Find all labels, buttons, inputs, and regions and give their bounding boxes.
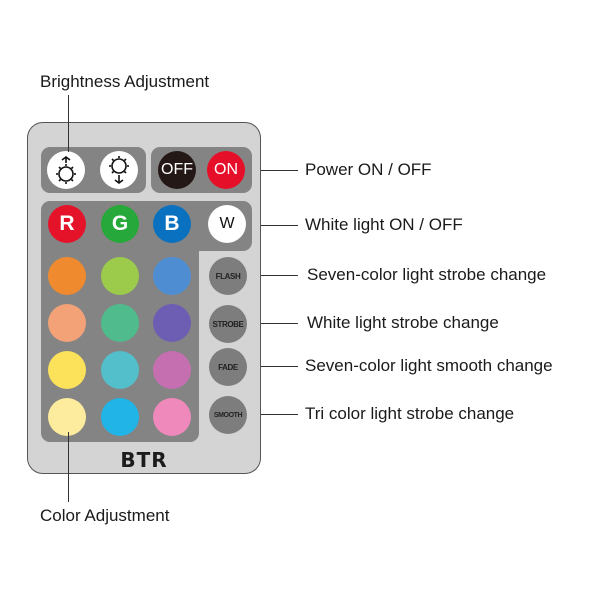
color-button-sky-blue[interactable] [101,398,139,436]
color-button-purple[interactable] [153,304,191,342]
color-button-pink[interactable] [153,398,191,436]
power-on-label: ON [214,161,238,178]
power-label: Power ON / OFF [305,160,432,179]
blue-button[interactable]: B [153,205,191,243]
green-button[interactable]: G [101,205,139,243]
brightness-adjustment-label: Brightness Adjustment [40,72,210,91]
brightness-up-button[interactable] [47,151,85,189]
color-button-light-green[interactable] [101,257,139,295]
red-label: R [59,212,75,235]
fade-leader-line [246,366,298,367]
blue-label: B [164,212,180,235]
smooth-button[interactable]: SMOOTH [209,396,247,434]
smooth-leader-line [246,414,298,415]
color-button-salmon[interactable] [48,304,86,342]
color-button-pale-yellow[interactable] [48,398,86,436]
flash-button[interactable]: FLASH [209,257,247,295]
fade-button-label: FADE [218,362,238,372]
strobe-button-label: STROBE [212,319,244,329]
brand-logo: BTR [120,448,168,472]
power-leader-line [243,170,298,171]
green-label: G [111,212,129,235]
red-button[interactable]: R [48,205,86,243]
white-leader-line [246,225,298,226]
white-button[interactable]: W [208,205,246,243]
fade-label: Seven-color light smooth change [305,356,553,375]
brightness-down-icon [109,156,129,184]
flash-leader-line [246,275,298,276]
flash-button-label: FLASH [215,271,241,281]
strobe-button[interactable]: STROBE [209,305,247,343]
color-button-orange[interactable] [48,257,86,295]
power-on-button[interactable]: ON [207,151,245,189]
brightness-leader-line-inner [68,122,69,152]
color-button-light-blue[interactable] [153,257,191,295]
flash-label: Seven-color light strobe change [307,265,547,284]
remote-control: OFF ON R G B W FLASH STROBE FADE SMOOTH [27,122,261,474]
color-leader-line-inner [68,432,69,476]
smooth-button-label: SMOOTH [213,411,243,419]
brightness-down-button[interactable] [100,151,138,189]
smooth-label: Tri color light strobe change [305,404,515,423]
power-off-label: OFF [161,161,193,178]
color-button-sea-green[interactable] [101,304,139,342]
color-button-yellow[interactable] [48,351,86,389]
white-label: W [219,215,235,232]
color-adjustment-label: Color Adjustment [40,506,170,525]
fade-button[interactable]: FADE [209,348,247,386]
white-light-label: White light ON / OFF [305,215,463,234]
strobe-label: White light strobe change [307,313,499,332]
power-off-button[interactable]: OFF [158,151,196,189]
color-button-magenta[interactable] [153,351,191,389]
color-button-cyan[interactable] [101,351,139,389]
brightness-up-icon [56,156,76,184]
strobe-leader-line [246,323,298,324]
